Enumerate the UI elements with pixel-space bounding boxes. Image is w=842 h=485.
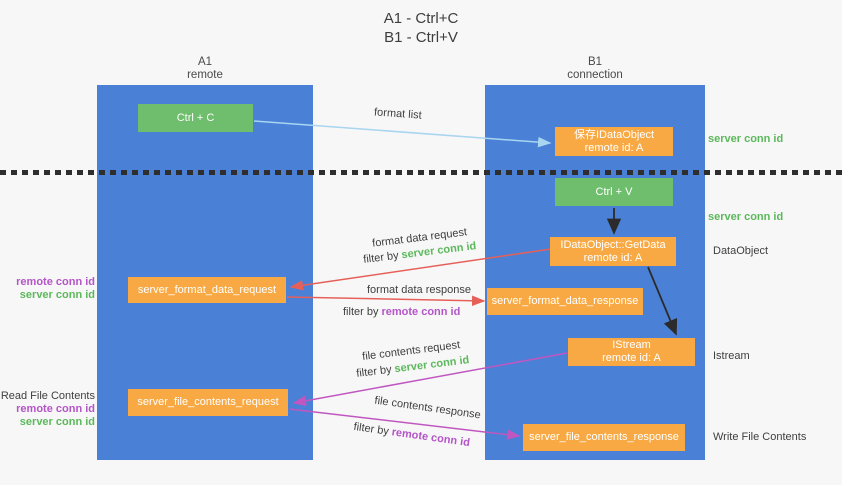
annotation-istream: Istream bbox=[713, 350, 750, 362]
annotation-server-conn-id-1: server conn id bbox=[708, 133, 784, 145]
ctrl-v-label: Ctrl + V bbox=[595, 185, 633, 198]
server-file-contents-response-label: server_file_contents_response bbox=[529, 431, 679, 443]
annotation-server-conn-id-2: server conn id bbox=[708, 211, 784, 223]
filter-by-prefix-2: filter by bbox=[343, 306, 379, 318]
lane-a1-role: remote bbox=[187, 69, 223, 81]
edge-label-file-contents-response: file contents response bbox=[373, 394, 482, 422]
istream-line1: IStream bbox=[612, 339, 651, 351]
filter-by-prefix-4: filter by bbox=[352, 420, 390, 438]
save-dataobject-node: 保存IDataObject remote id: A bbox=[555, 127, 673, 156]
edge-label-format-data-response: format data response bbox=[367, 284, 471, 296]
server-file-contents-request-node: server_file_contents_request bbox=[128, 389, 288, 416]
istream-line2: remote id: A bbox=[602, 352, 661, 364]
title-line-a1: A1 - Ctrl+C bbox=[383, 10, 459, 27]
annotation-server-conn-id-left-1: server conn id bbox=[19, 289, 95, 301]
save-dataobject-line1: 保存IDataObject bbox=[573, 128, 655, 141]
filter-key-remote-1: remote conn id bbox=[381, 306, 461, 318]
ctrl-c-label: Ctrl + C bbox=[176, 111, 215, 124]
server-format-data-request-label: server_format_data_request bbox=[137, 283, 277, 296]
istream-node: IStream remote id: A bbox=[568, 338, 695, 366]
diagram-title: A1 - Ctrl+C B1 - Ctrl+V bbox=[0, 9, 842, 47]
ctrl-c-node: Ctrl + C bbox=[138, 104, 253, 132]
lane-b1-role: connection bbox=[567, 69, 623, 81]
annotation-remote-conn-id-2: remote conn id bbox=[16, 403, 95, 415]
session-divider bbox=[0, 170, 842, 175]
annotation-left-conn-ids-1: remote conn id server conn id bbox=[0, 276, 95, 302]
ctrl-v-node: Ctrl + V bbox=[555, 178, 673, 206]
annotation-dataobject: DataObject bbox=[713, 245, 769, 257]
annotation-remote-conn-id-1: remote conn id bbox=[16, 276, 95, 288]
server-file-contents-request-label: server_file_contents_request bbox=[137, 396, 279, 408]
title-line-b1: B1 - Ctrl+V bbox=[384, 29, 458, 46]
annotation-read-file-contents: Read File Contents bbox=[0, 390, 95, 402]
filter-by-prefix-1: filter by bbox=[362, 249, 400, 266]
getdata-line1: IDataObject::GetData bbox=[560, 238, 666, 251]
lane-a1-id: A1 bbox=[197, 56, 213, 68]
getdata-line2: remote id: A bbox=[583, 251, 643, 264]
filter-key-remote-2: remote conn id bbox=[390, 426, 471, 450]
edge-label-format-list: format list bbox=[373, 106, 423, 122]
lane-header-b1: B1 connection bbox=[485, 56, 705, 82]
server-file-contents-response-node: server_file_contents_response bbox=[523, 424, 685, 451]
filter-by-prefix-3: filter by bbox=[355, 363, 393, 380]
server-format-data-response-label: server_format_data_response bbox=[491, 295, 639, 307]
server-format-data-request-node: server_format_data_request bbox=[128, 277, 286, 303]
save-dataobject-line2: remote id: A bbox=[584, 141, 644, 154]
annotation-write-file-contents: Write File Contents bbox=[713, 431, 807, 443]
annotation-server-conn-id-left-2: server conn id bbox=[19, 416, 95, 428]
server-format-data-response-node: server_format_data_response bbox=[487, 288, 643, 315]
annotation-left-conn-ids-2: Read File Contents remote conn id server… bbox=[0, 390, 95, 429]
edge-label-filter-remote-conn-2: filter byremote conn id bbox=[353, 421, 471, 450]
getdata-node: IDataObject::GetData remote id: A bbox=[550, 237, 676, 266]
lane-b1-id: B1 bbox=[587, 56, 603, 68]
arrow-format-data-response bbox=[286, 295, 486, 307]
lane-header-a1: A1 remote bbox=[97, 56, 313, 82]
